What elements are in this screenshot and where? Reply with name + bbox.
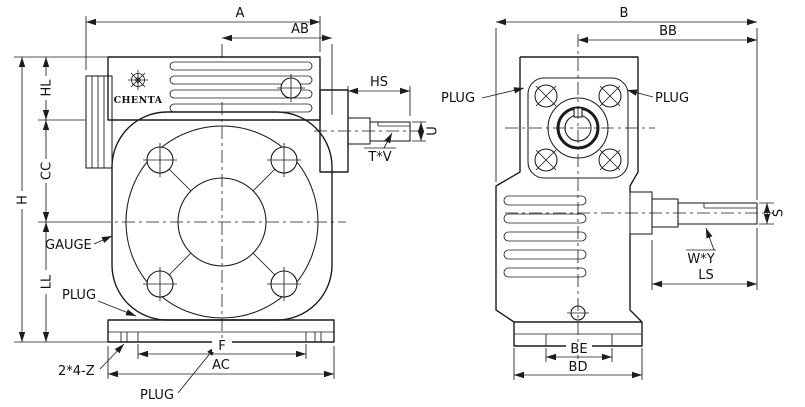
brand-name: CHENTA [114, 95, 163, 106]
dim-label-f: F [218, 339, 225, 354]
dim-label-u: U [426, 126, 441, 136]
dim-label-be: BE [570, 342, 587, 357]
label-plug-right: PLUG [655, 91, 689, 106]
dim-be: BE [545, 342, 613, 362]
left-bearing-housing [85, 75, 113, 169]
dim-label-s: S [772, 209, 787, 217]
dim-label-ls: LS [698, 268, 714, 283]
dim-f: F [137, 339, 307, 359]
label-plug-bottom: PLUG [140, 388, 174, 403]
label-z-holes: 2*4-Z [58, 364, 95, 379]
dim-label-ab: AB [291, 22, 309, 37]
dim-left-stack: H HL CC LL [14, 56, 108, 343]
dim-b: B [495, 6, 758, 200]
dim-u: U [412, 121, 441, 142]
dim-label-ac: AC [212, 358, 230, 373]
side-body [495, 56, 758, 347]
dim-ac: AC [107, 346, 335, 379]
face-bolt-holes [143, 143, 301, 301]
label-tv: T*V [367, 150, 391, 165]
dim-label-hs: HS [370, 75, 388, 90]
front-body: CHENTA [85, 56, 411, 343]
input-shaft-keyway [377, 122, 410, 127]
callout-plug-side: PLUG [62, 288, 137, 317]
dim-ll: LL [39, 270, 55, 294]
dim-label-cc: CC [40, 162, 55, 180]
dim-hl: HL [39, 76, 55, 100]
dim-cc: CC [39, 159, 55, 183]
dim-h: H [15, 191, 31, 209]
callout-gauge: GAUGE [45, 235, 113, 253]
output-shaft-keyway [703, 203, 757, 209]
dim-label-hl: HL [40, 79, 55, 97]
brand-logo: CHENTA [114, 70, 163, 106]
callout-plug-bottom: PLUG [140, 345, 217, 403]
front-centerlines [98, 102, 424, 352]
label-wy: W*Y [687, 252, 714, 267]
cooling-fins-side [503, 195, 587, 278]
label-plug-side: PLUG [62, 288, 96, 303]
dim-hs: HS [347, 75, 411, 116]
gear-logo-icon [128, 70, 148, 90]
dim-s: S [759, 202, 787, 225]
side-centerlines [505, 34, 774, 366]
callout-tv: T*V [364, 132, 396, 165]
boss-bolt-holes [534, 84, 622, 172]
top-case [107, 56, 321, 121]
dim-a: A [85, 6, 321, 70]
callout-z-holes: 2*4-Z [58, 343, 125, 379]
dim-label-bd: BD [569, 360, 588, 375]
side-outline [495, 56, 643, 323]
dim-label-h: H [16, 195, 31, 205]
dim-bd: BD [513, 348, 643, 380]
callout-wy: W*Y [686, 227, 716, 267]
dim-label-ll: LL [40, 274, 55, 289]
label-plug-left: PLUG [441, 91, 475, 106]
side-view: B BB PLUG PLUG S W*Y [441, 6, 787, 380]
dim-label-a: A [236, 6, 245, 21]
callout-plug-left: PLUG [441, 87, 525, 106]
label-gauge: GAUGE [45, 238, 92, 253]
callout-plug-right: PLUG [626, 89, 689, 106]
dim-bb: BB [578, 24, 757, 44]
dim-label-b: B [620, 6, 629, 21]
dim-ab: AB [221, 22, 333, 115]
front-view: CHENTA [14, 6, 441, 403]
dim-label-bb: BB [659, 24, 677, 39]
top-bolt-crosshair [277, 74, 305, 102]
dim-ls: LS [651, 228, 758, 290]
